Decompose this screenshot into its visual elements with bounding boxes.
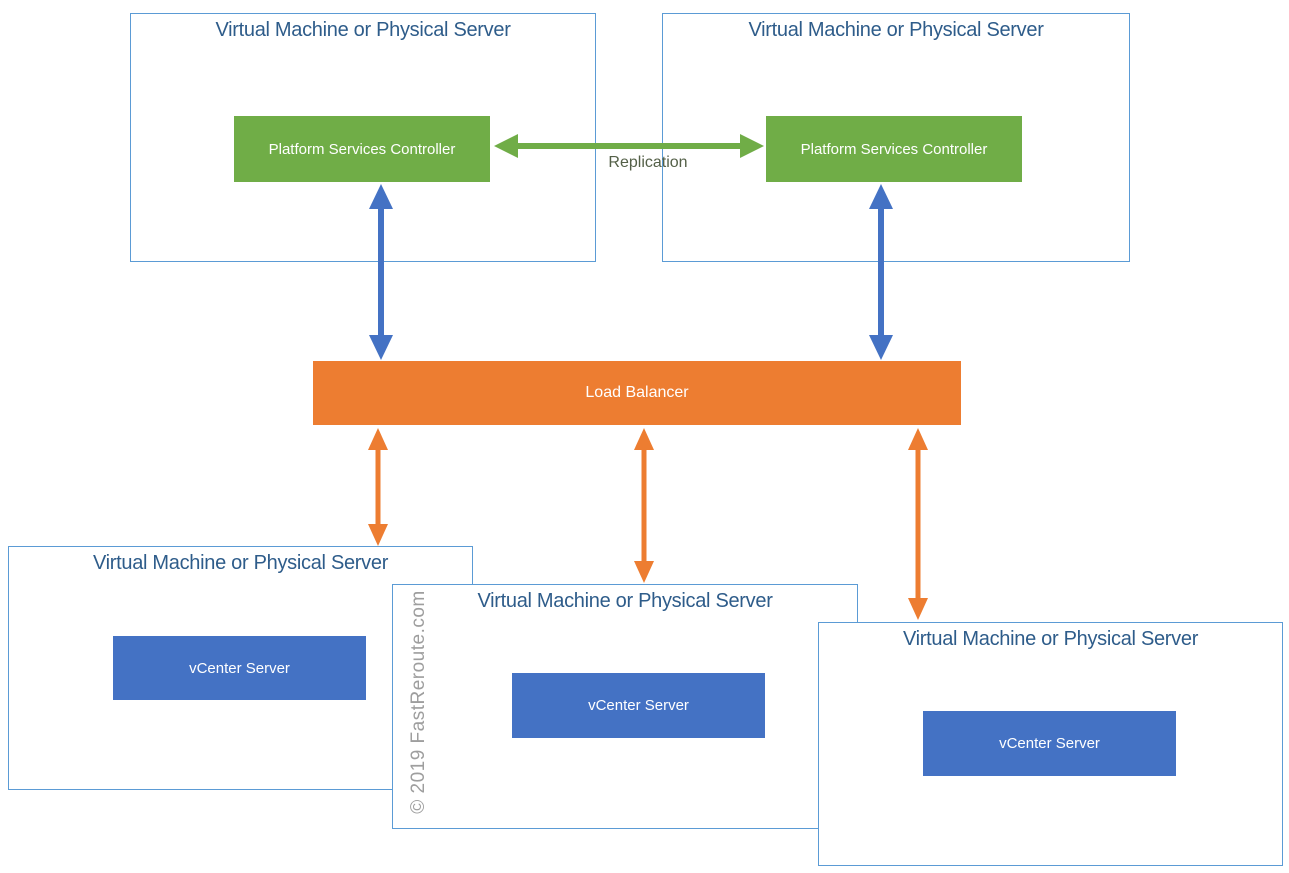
watermark-text: © 2019 FastReroute.com bbox=[408, 590, 429, 814]
arrow-head-down bbox=[368, 524, 388, 546]
arrow-head-down bbox=[869, 335, 893, 360]
loadbalancer-vcenter-middle-arrow bbox=[634, 428, 654, 583]
server-title-bottom-right: Virtual Machine or Physical Server bbox=[902, 628, 1199, 650]
vcenter-box-middle: vCenter Server bbox=[512, 673, 765, 738]
server-box-bottom-middle: Virtual Machine or Physical Server vCent… bbox=[392, 584, 858, 829]
replication-label: Replication bbox=[608, 154, 688, 171]
server-box-top-left: Virtual Machine or Physical Server Platf… bbox=[130, 13, 596, 262]
arrow-head-up bbox=[368, 428, 388, 450]
psc-box-left: Platform Services Controller bbox=[234, 116, 490, 182]
arrow-head-down bbox=[634, 561, 654, 583]
loadbalancer-vcenter-right-arrow bbox=[908, 428, 928, 620]
arrow-head-down bbox=[908, 598, 928, 620]
server-title-top-left: Virtual Machine or Physical Server bbox=[215, 19, 511, 41]
arrow-head-up bbox=[634, 428, 654, 450]
load-balancer-box: Load Balancer bbox=[313, 361, 961, 425]
server-title-bottom-middle: Virtual Machine or Physical Server bbox=[477, 590, 773, 612]
server-title-bottom-left: Virtual Machine or Physical Server bbox=[92, 552, 389, 574]
vcenter-box-left: vCenter Server bbox=[113, 636, 366, 700]
vcenter-box-right: vCenter Server bbox=[923, 711, 1176, 776]
loadbalancer-vcenter-left-arrow bbox=[368, 428, 388, 546]
psc-box-right: Platform Services Controller bbox=[766, 116, 1022, 182]
server-box-bottom-right: Virtual Machine or Physical Server vCent… bbox=[818, 622, 1283, 866]
server-box-top-right: Virtual Machine or Physical Server Platf… bbox=[662, 13, 1130, 262]
arrow-head-down bbox=[369, 335, 393, 360]
server-title-top-right: Virtual Machine or Physical Server bbox=[748, 19, 1044, 41]
arrow-head-up bbox=[908, 428, 928, 450]
